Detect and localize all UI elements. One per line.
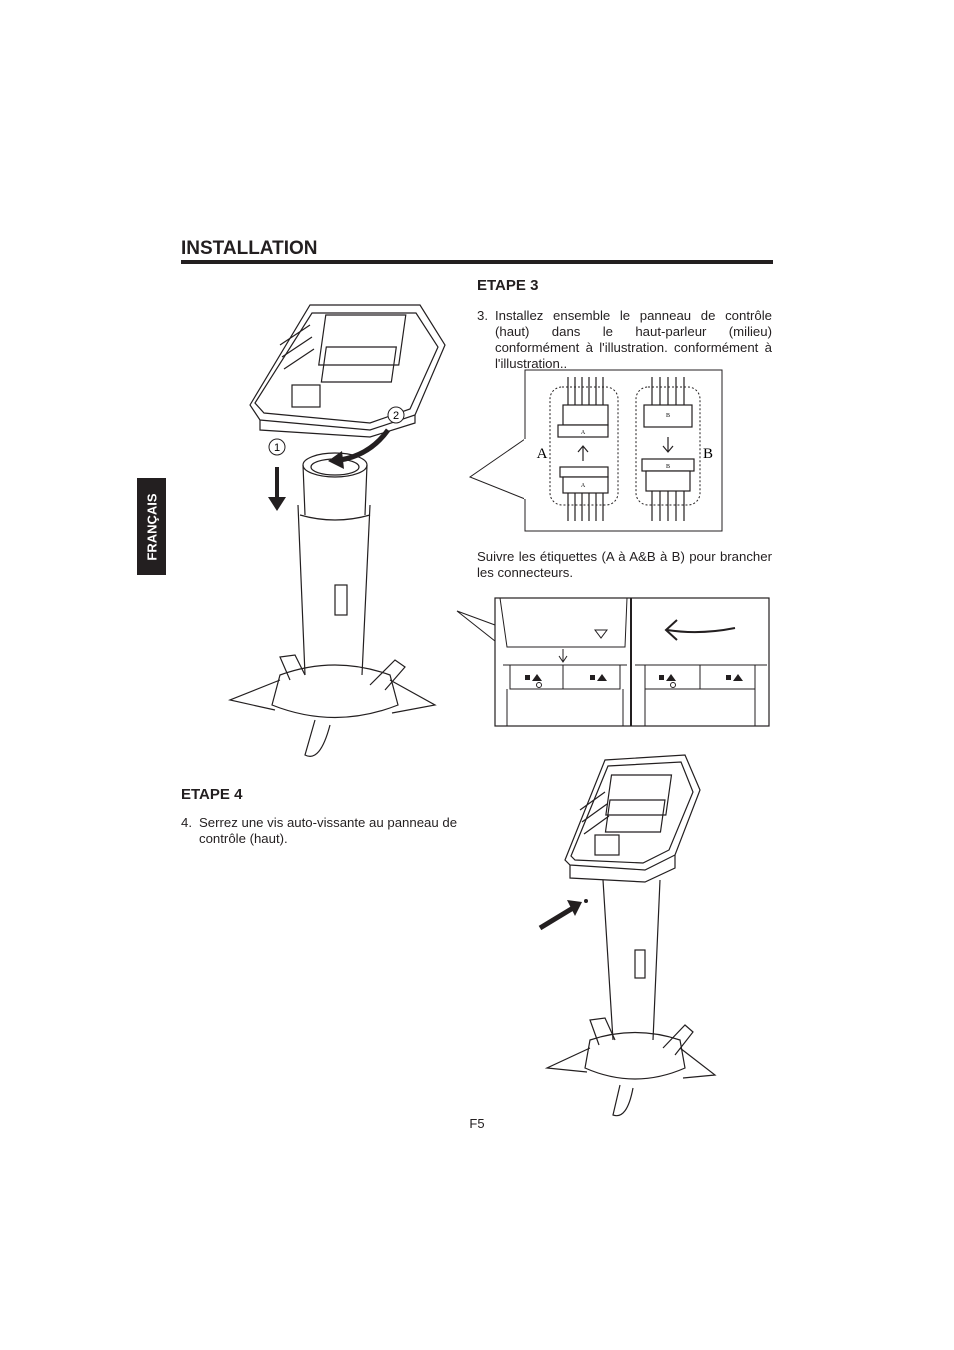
- language-tab: FRANÇAIS: [137, 478, 166, 575]
- connector-tag-b1: B: [666, 413, 670, 419]
- page-number: F5: [469, 1116, 485, 1131]
- step4-text: Serrez une vis auto-vissante au panneau …: [199, 815, 458, 846]
- connector-tag-b2: B: [666, 464, 670, 470]
- title-rule: [181, 260, 773, 264]
- stand-column: [297, 504, 371, 676]
- figure-assembled-unit: [538, 754, 717, 1117]
- step4-item: 4. Serrez une vis auto-vissante au panne…: [181, 815, 466, 847]
- step3-item: 3. Installez ensemble le panneau de cont…: [477, 308, 772, 372]
- connector-tag-a2: A: [581, 483, 586, 489]
- connector-label-b: B: [703, 446, 713, 462]
- step3-text: Installez ensemble le panneau de contrôl…: [495, 308, 772, 371]
- stand-base-2: [584, 1031, 686, 1080]
- step3-followup: Suivre les étiquettes (A à A&B à B) pour…: [477, 549, 772, 580]
- curved-arrow-left-icon: [664, 619, 736, 641]
- curved-arrow-icon: [328, 428, 391, 469]
- control-panel-outline: [249, 304, 446, 431]
- page-title: INSTALLATION: [181, 238, 318, 259]
- step4-heading: ETAPE 4: [181, 786, 243, 803]
- screw-arrow-icon: [538, 900, 582, 931]
- control-panel-outline-2: [564, 754, 701, 871]
- callout-1: 1: [274, 442, 280, 454]
- arrow-down-icon: [268, 467, 286, 511]
- triangle-marker-icon: [594, 629, 608, 639]
- figure-panel-onto-stand: 1 2: [227, 304, 446, 757]
- stand-column-2: [602, 879, 661, 1041]
- figure-lock-detail: [456, 597, 770, 727]
- connector-group-a: [549, 386, 619, 506]
- unlock-icon: [590, 674, 743, 681]
- language-tab-label: FRANÇAIS: [144, 492, 159, 561]
- figure-connectors: A A A B B B: [468, 369, 723, 532]
- screw-icon: [584, 899, 588, 903]
- callout-2: 2: [393, 410, 399, 422]
- connector-tag-a1: A: [581, 430, 586, 436]
- step3-number: 3.: [477, 308, 488, 323]
- lock-icon: [525, 674, 676, 681]
- stand-base: [271, 664, 399, 719]
- step3-heading: ETAPE 3: [477, 277, 539, 294]
- connector-label-a: A: [537, 446, 548, 462]
- step4-number: 4.: [181, 815, 192, 830]
